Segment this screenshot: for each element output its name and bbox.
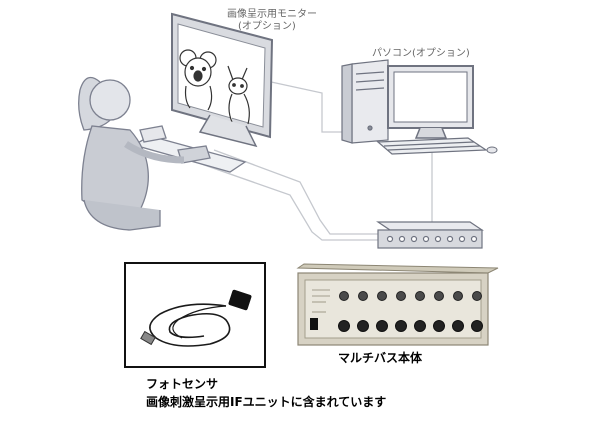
- keyboard-icon: [376, 137, 488, 155]
- photo-sensor-caption: フォトセンサ: [146, 377, 219, 391]
- multibus-device-icon: [296, 263, 499, 346]
- photo-sensor-box: [124, 262, 266, 368]
- monitor-option-label: (オプション): [238, 21, 296, 32]
- photo-sensor-icon: [140, 289, 252, 347]
- multibus-bottom-connectors: [338, 320, 483, 332]
- desktop-pc-icon: [341, 59, 389, 144]
- interface-box-icon: [376, 221, 484, 249]
- multibus-top-connectors: [339, 291, 482, 301]
- monitor-label: 画像呈示用モニター: [227, 9, 317, 20]
- koala-image: [179, 49, 217, 111]
- monitor-icon: [171, 12, 274, 148]
- multibus-caption: マルチバス本体: [338, 351, 423, 365]
- child-user-icon: [78, 76, 247, 231]
- power-switch-icon: [310, 318, 318, 330]
- kangaroo-image: [227, 65, 250, 125]
- mouse-icon: [486, 146, 498, 154]
- pc-monitor-icon: [387, 65, 474, 139]
- photo-sensor-note: 画像刺激呈示用IFユニットに含まれています: [146, 395, 387, 409]
- pc-label: パソコン(オプション): [372, 48, 470, 59]
